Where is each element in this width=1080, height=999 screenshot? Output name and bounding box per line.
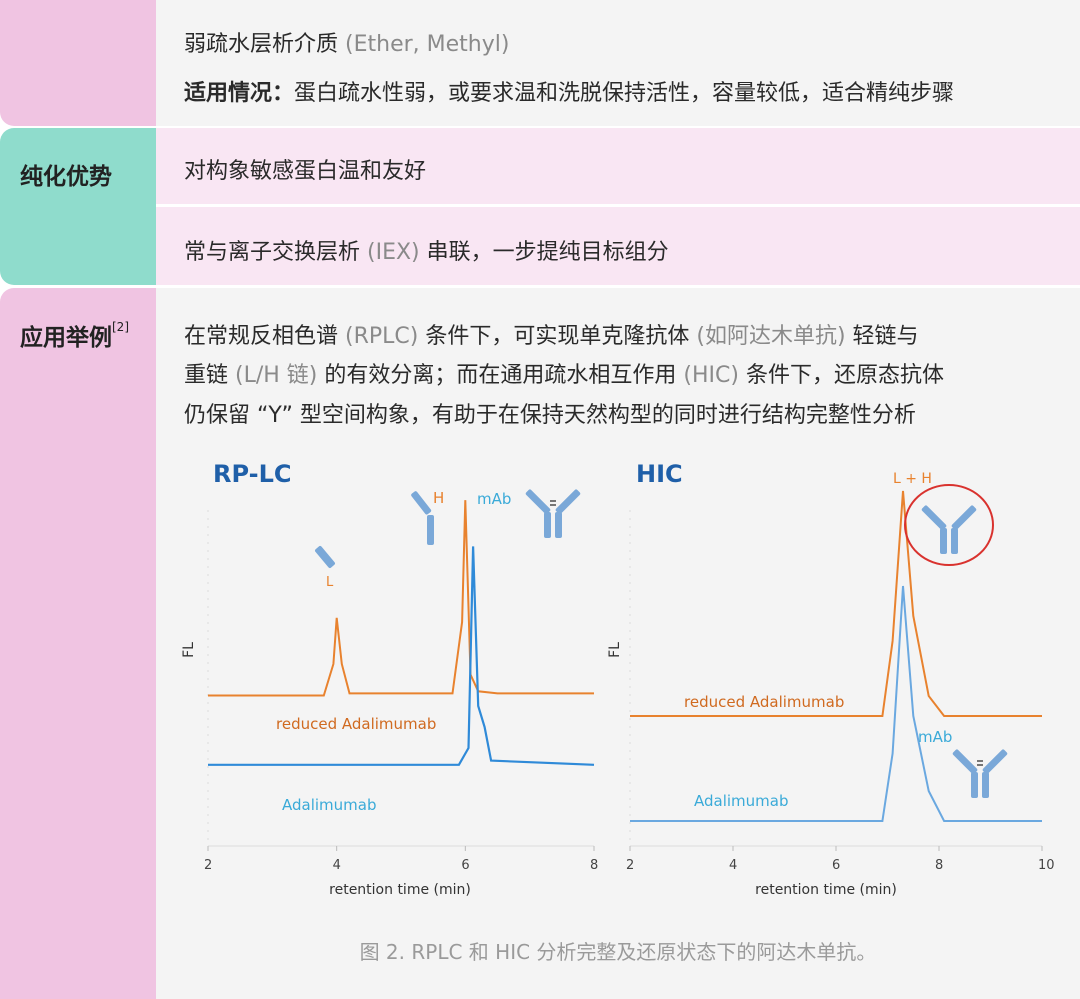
example-line-2-a: 重链 (184, 363, 229, 388)
left-cell-advantage: 纯化优势 (0, 128, 156, 285)
usage-label: 适用情况： (184, 81, 295, 106)
hic-legend-reduced: reduced Adalimumab (684, 693, 844, 711)
heavy-chain-icon (411, 491, 434, 545)
rplc-series-intact (208, 546, 595, 766)
example-ref: [2] (112, 320, 129, 334)
example-line-1: 在常规反相色谱 (RPLC) 条件下，可实现单克隆抗体 (如阿达木单抗) 轻链与 (184, 318, 919, 350)
rplc-legend-intact: Adalimumab (282, 796, 377, 814)
rplc-label-H: H (433, 489, 444, 507)
example-line-2-d: (HIC) (683, 363, 739, 388)
media-title: 弱疏水层析介质 (Ether, Methyl) (184, 26, 509, 58)
hic-label-mAb: mAb (918, 728, 952, 746)
row-example-bg (156, 288, 1080, 999)
rplc-ylabel: FL (181, 642, 197, 658)
rplc-label-mAb: mAb (477, 490, 511, 508)
media-title-paren: (Ether, Methyl) (345, 32, 510, 57)
rplc-title: RP-LC (213, 460, 292, 488)
hic-xtick-3: 8 (935, 858, 943, 873)
rplc-xlabel: retention time (min) (329, 882, 471, 898)
example-line-1-c: 条件下，可实现单克隆抗体 (425, 324, 690, 349)
left-cell-example: 应用举例[2] (0, 288, 156, 999)
media-usage: 适用情况：蛋白疏水性弱，或要求温和洗脱保持活性，容量较低，适合精纯步骤 (184, 75, 954, 107)
advantage-item-2-b: (IEX) (367, 240, 420, 265)
example-label-text: 应用举例 (20, 325, 112, 351)
row-advantage-2-bg (156, 207, 1080, 285)
example-line-2-b: (L/H 链) (235, 363, 318, 388)
example-line-2-e: 条件下，还原态抗体 (745, 363, 944, 388)
example-line-1-b: (RPLC) (345, 324, 419, 349)
figure-caption: 图 2. RPLC 和 HIC 分析完整及还原状态下的阿达木单抗。 (359, 940, 877, 964)
media-title-main: 弱疏水层析介质 (184, 32, 339, 57)
advantage-label: 纯化优势 (20, 164, 112, 190)
example-label: 应用举例[2] (20, 318, 129, 352)
hic-xtick-1: 4 (729, 858, 737, 873)
row-advantage-1-bg (156, 128, 1080, 204)
antibody-icon-hic (952, 749, 1008, 798)
rplc-label-L: L (326, 575, 334, 590)
rplc-legend-reduced: reduced Adalimumab (276, 715, 436, 733)
example-line-1-a: 在常规反相色谱 (184, 324, 339, 349)
antibody-icon-circled (921, 505, 977, 554)
hic-legend-intact: Adalimumab (694, 792, 789, 810)
hic-title: HIC (636, 460, 683, 488)
example-line-2: 重链 (L/H 链) 的有效分离；而在通用疏水相互作用 (HIC) 条件下，还原… (184, 357, 944, 389)
advantage-item-2: 常与离子交换层析 (IEX) 串联，一步提纯目标组分 (184, 234, 669, 266)
example-line-2-c: 的有效分离；而在通用疏水相互作用 (324, 363, 677, 388)
highlight-circle (904, 484, 994, 566)
antibody-icon-rplc (525, 489, 581, 538)
hic-xtick-4: 10 (1038, 858, 1055, 873)
rplc-xtick-0: 2 (204, 858, 212, 873)
left-cell-media (0, 0, 156, 126)
rplc-xtick-2: 6 (461, 858, 469, 873)
rplc-xtick-1: 4 (333, 858, 341, 873)
advantage-item-2-a: 常与离子交换层析 (184, 240, 361, 265)
hic-xtick-2: 6 (832, 858, 840, 873)
chromatogram-figure: RP-LC FL 2 4 6 8 retention time (min) reduc… (181, 460, 1055, 898)
hic-ylabel: FL (607, 642, 623, 658)
example-line-1-e: 轻链与 (852, 324, 919, 349)
advantage-item-1: 对构象敏感蛋白温和友好 (184, 159, 427, 184)
hic-label-LH: L + H (893, 471, 932, 487)
rplc-series-reduced (208, 500, 594, 697)
hic-xlabel: retention time (min) (755, 882, 897, 898)
row-media-bg (156, 0, 1080, 126)
advantage-item-2-c: 串联，一步提纯目标组分 (426, 240, 669, 265)
hic-series-reduced (630, 490, 1042, 717)
hic-xtick-0: 2 (626, 858, 634, 873)
hic-series-intact (630, 585, 1042, 822)
rplc-xtick-3: 8 (590, 858, 598, 873)
usage-text: 蛋白疏水性弱，或要求温和洗脱保持活性，容量较低，适合精纯步骤 (294, 81, 955, 106)
light-chain-icon (315, 546, 335, 568)
example-line-1-d: (如阿达木单抗) (696, 324, 846, 349)
example-line-3: 仍保留 “Y” 型空间构象，有助于在保持天然构型的同时进行结构完整性分析 (184, 403, 916, 428)
